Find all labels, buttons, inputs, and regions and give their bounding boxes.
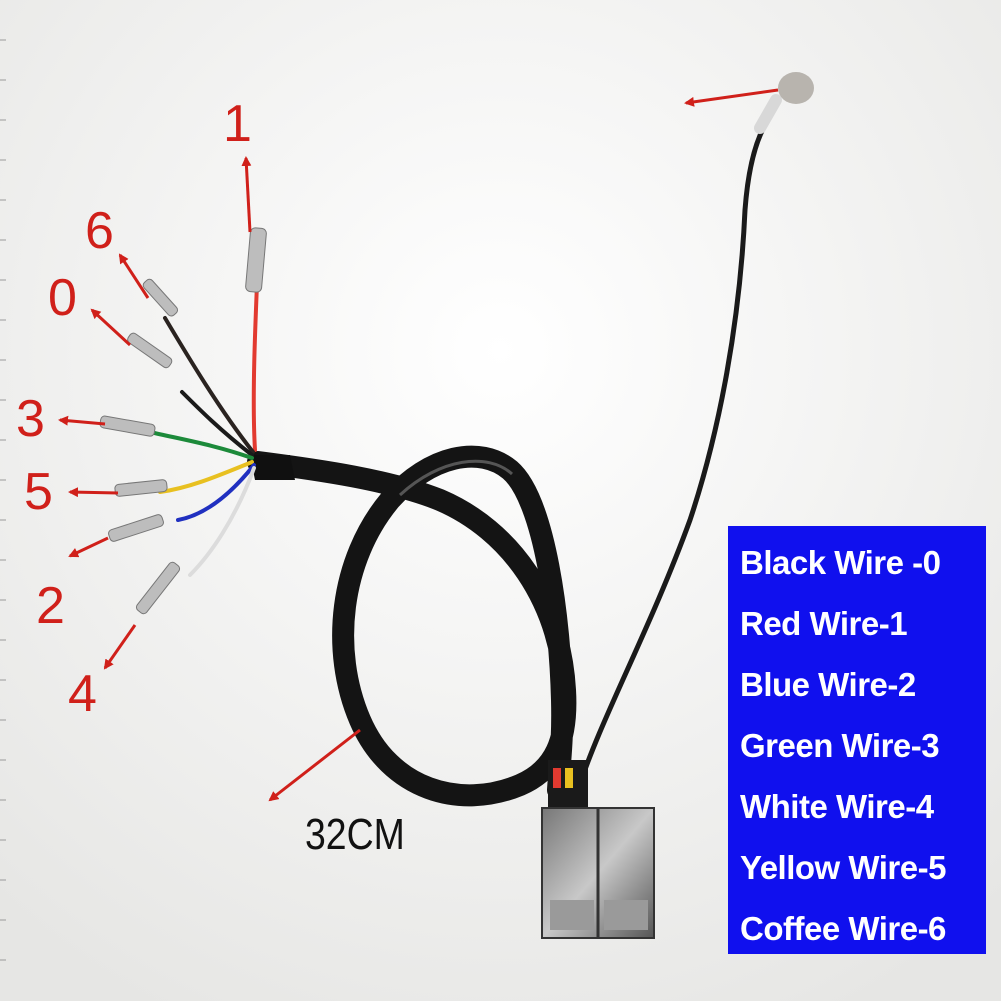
wire-number-0: 0 <box>48 269 77 327</box>
rj-connector <box>541 760 655 939</box>
legend-item-red: Red Wire-1 <box>740 605 908 642</box>
wire-number-4: 4 <box>68 665 97 723</box>
sensor-wire <box>575 118 771 791</box>
legend-item-blue: Blue Wire-2 <box>740 666 916 703</box>
wire-number-6: 6 <box>85 202 114 260</box>
cable-highlight <box>398 459 514 497</box>
legend-item-white: White Wire-4 <box>740 788 934 825</box>
ruler-ticks <box>0 39 6 961</box>
wire-leads <box>148 258 260 577</box>
main-cable-loop <box>247 445 577 807</box>
cable-length-label: 32CM <box>305 810 405 859</box>
legend-item-yellow: Yellow Wire-5 <box>740 849 946 886</box>
annotation-arrows <box>58 88 779 802</box>
wire-number-3: 3 <box>16 390 45 448</box>
wire-number-2: 2 <box>36 577 65 635</box>
cable-jacket-end <box>250 455 295 480</box>
legend-item-black: Black Wire -0 <box>740 544 941 581</box>
wire-number-5: 5 <box>24 463 53 521</box>
pin-terminals <box>99 227 267 615</box>
sensor-sleeve <box>754 94 782 134</box>
wire-number-1: 1 <box>223 95 252 153</box>
sensor-probe <box>778 72 814 104</box>
legend-item-coffee: Coffee Wire-6 <box>740 910 946 947</box>
legend-item-green: Green Wire-3 <box>740 727 940 764</box>
wire-color-legend: Black Wire -0 Red Wire-1 Blue Wire-2 Gre… <box>728 526 986 954</box>
